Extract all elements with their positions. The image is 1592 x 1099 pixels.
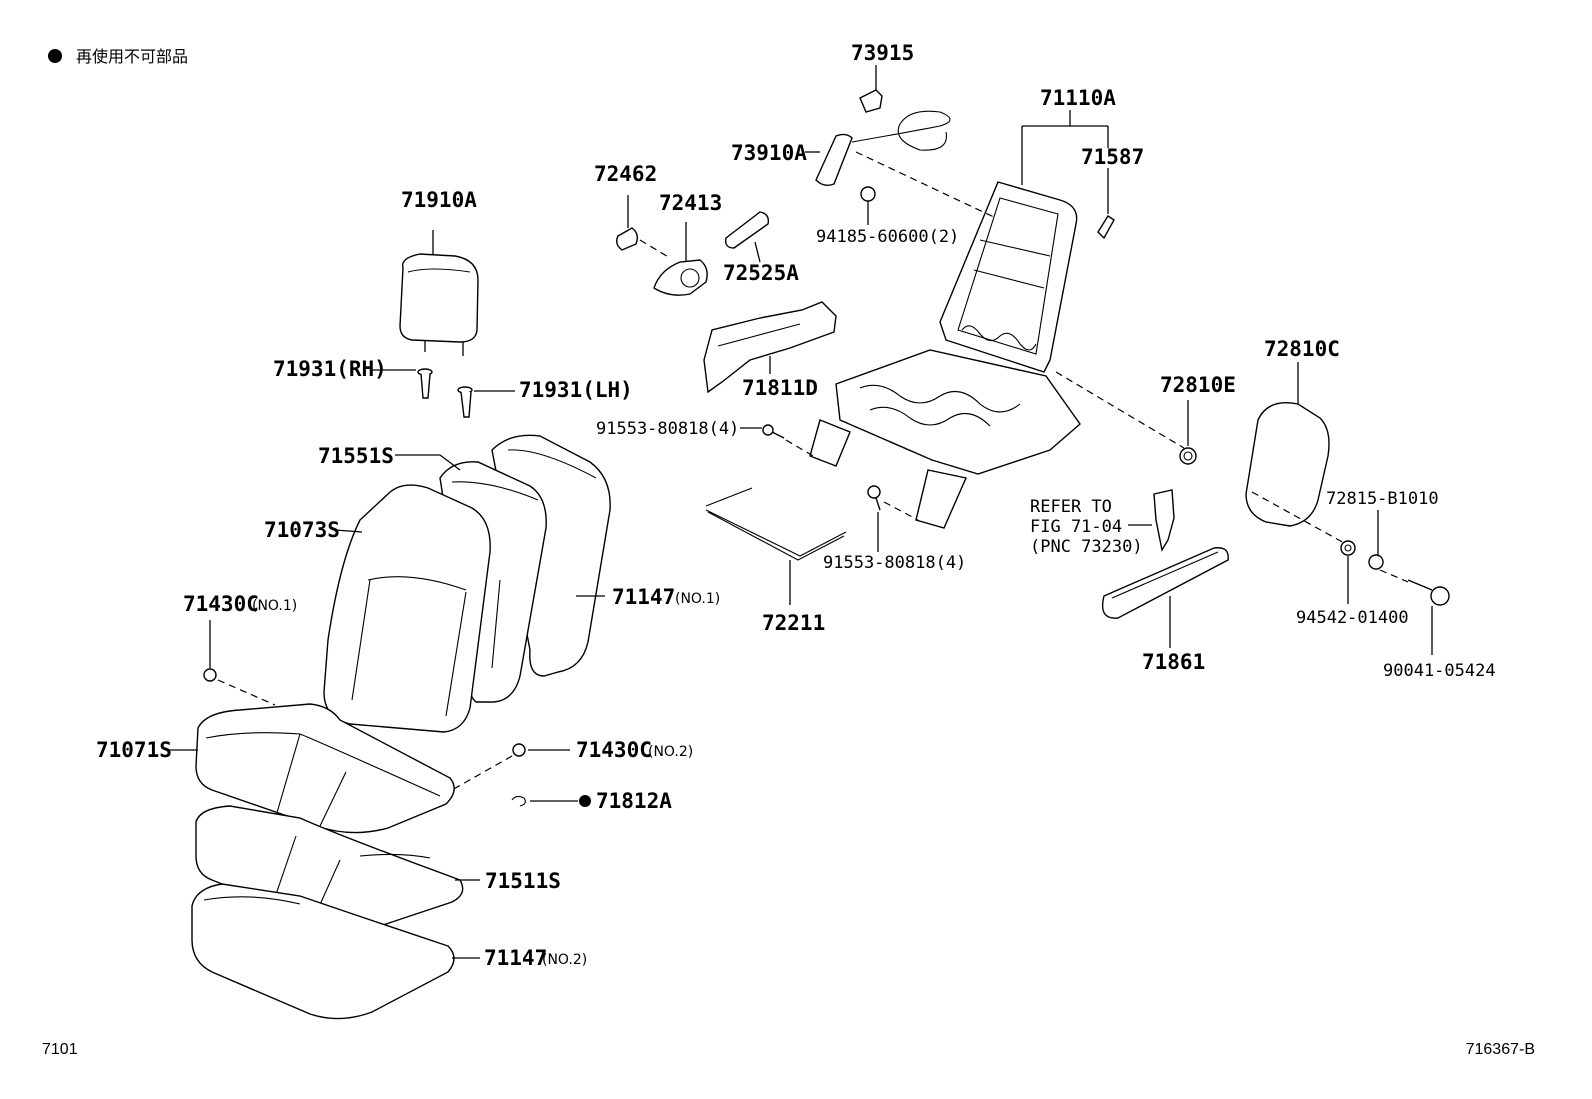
label-71812A: 71812A xyxy=(596,789,672,813)
headrest-guide-rh xyxy=(372,368,433,399)
lever-72525A xyxy=(724,211,770,263)
label-71147-no2-note: (NO.2) xyxy=(542,952,587,968)
seat-cushion-cover-71071S xyxy=(195,703,455,834)
nut-94185 xyxy=(860,186,876,225)
bolt-91553-b xyxy=(867,485,919,552)
side-cover-71811D xyxy=(703,301,837,394)
label-72462: 72462 xyxy=(594,162,657,186)
knob-72462 xyxy=(615,195,639,251)
label-71430C-no2-note: (NO.2) xyxy=(648,744,693,760)
label-71147-no2: 71147 xyxy=(484,946,547,970)
connector-73915 xyxy=(859,65,883,113)
non-reusable-dot-icon xyxy=(48,49,62,63)
label-71587: 71587 xyxy=(1081,145,1144,169)
label-72211: 72211 xyxy=(762,611,825,635)
label-71430C-no1-note: (NO.1) xyxy=(252,598,297,614)
label-91553-80818-b: 91553-80818(4) xyxy=(823,553,966,573)
label-91553-80818-a: 91553-80818(4) xyxy=(596,419,739,439)
clip-72815 xyxy=(1368,510,1409,583)
label-72815-B1010: 72815-B1010 xyxy=(1326,489,1439,509)
dashline-knob xyxy=(639,239,671,259)
label-refer-pnc: (PNC 73230) xyxy=(1030,537,1143,557)
dashline-cover xyxy=(1055,371,1185,449)
bolt-91553-a xyxy=(740,424,821,461)
cover-72810E xyxy=(1179,400,1197,465)
label-94542-01400: 94542-01400 xyxy=(1296,608,1409,628)
headrest-guide-lh xyxy=(457,386,515,418)
side-cover-72810C xyxy=(1245,362,1330,527)
label-71430C-no2: 71430C xyxy=(576,738,652,762)
legend: 再使用不可部品 xyxy=(48,47,188,66)
part-labels: 73915 71110A 73910A 71587 72462 72413 71… xyxy=(96,41,1496,970)
recliner-cover-72413 xyxy=(653,222,708,296)
label-71910A: 71910A xyxy=(401,188,477,212)
lumbar-pump-73910A xyxy=(805,110,951,187)
label-72413: 72413 xyxy=(659,191,722,215)
seatbelt-buckle xyxy=(1128,489,1175,552)
clip-71430C-no1 xyxy=(203,620,276,706)
figure-number: 7101 xyxy=(42,1041,78,1058)
label-71861: 71861 xyxy=(1142,650,1205,674)
label-71811D: 71811D xyxy=(742,376,818,400)
label-71931-rh: 71931(RH) xyxy=(273,357,387,381)
label-71430C-no1: 71430C xyxy=(183,592,259,616)
clip-71430C-no2 xyxy=(451,743,570,791)
seat-cushion-pad-71147-no2 xyxy=(191,883,455,1020)
label-73910A: 73910A xyxy=(731,141,807,165)
label-94185-60600: 94185-60600(2) xyxy=(816,227,959,247)
screw-90041 xyxy=(1407,579,1450,655)
leader-71073S xyxy=(334,529,363,533)
legend-text: 再使用不可部品 xyxy=(76,47,188,66)
clip-71587 xyxy=(1097,168,1115,240)
side-trim-71861 xyxy=(1101,547,1229,648)
non-reusable-dot-icon xyxy=(579,795,591,807)
dashline-side xyxy=(1251,491,1347,545)
seatback-cover-71073S xyxy=(323,484,491,733)
label-refer-fig: FIG 71-04 xyxy=(1030,517,1122,537)
label-72525A: 72525A xyxy=(723,261,799,285)
label-71511S: 71511S xyxy=(485,869,561,893)
label-71110A: 71110A xyxy=(1040,86,1116,110)
label-71071S: 71071S xyxy=(96,738,172,762)
dashline-pump xyxy=(855,151,997,219)
label-71931-lh: 71931(LH) xyxy=(519,378,633,402)
leader-71551S-b xyxy=(439,454,461,471)
label-73915: 73915 xyxy=(851,41,914,65)
headrest xyxy=(399,230,479,356)
label-71073S: 71073S xyxy=(264,518,340,542)
rod-72211 xyxy=(705,487,847,605)
label-71551S: 71551S xyxy=(318,444,394,468)
hog-ring-71812A xyxy=(511,795,591,807)
washer-94542 xyxy=(1340,540,1356,604)
label-72810C: 72810C xyxy=(1264,337,1340,361)
label-refer-to: REFER TO xyxy=(1030,497,1112,517)
label-72810E: 72810E xyxy=(1160,373,1236,397)
seat-frame-71110A xyxy=(809,110,1109,529)
label-71147-no1-note: (NO.1) xyxy=(675,591,720,607)
drawing-number: 716367-B xyxy=(1466,1041,1535,1058)
label-71147-no1: 71147 xyxy=(612,585,675,609)
label-90041-05424: 90041-05424 xyxy=(1383,661,1496,681)
